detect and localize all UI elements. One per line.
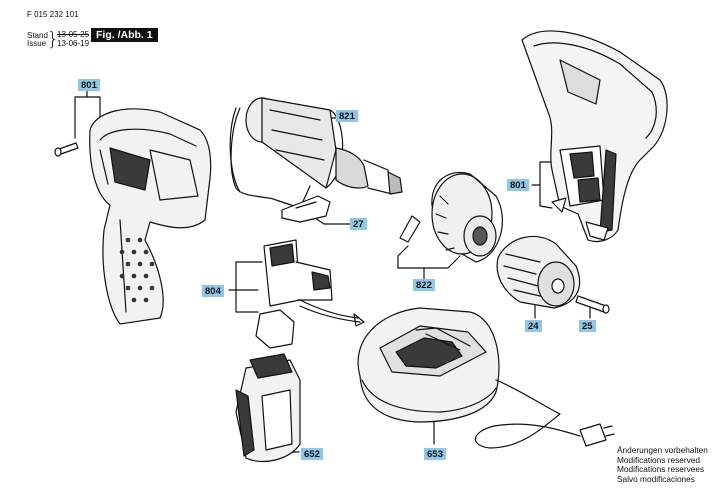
callout-821: 821 [336,110,358,122]
callout-804: 804 [202,285,224,297]
motor-assembly [229,97,403,209]
brace-icon: } [47,28,60,50]
screw-25 [575,295,610,314]
stand-label: Stand [27,31,48,40]
callout-822: 822 [413,279,435,291]
old-date: 13-05-25 [57,30,90,39]
issue-label: Issue [27,39,47,48]
note-es: Salvo modificaciones [617,473,695,484]
bracket-27 [281,195,331,223]
new-date: 13-06-19 [57,39,90,48]
note-de: Änderungen vorbehalten [617,445,708,455]
callout-27: 27 [350,218,367,230]
note-fr: Modifications reservees [617,464,705,475]
battery-652 [235,353,301,463]
part-number: F 015 232 101 [27,10,79,19]
housing-shell-right [521,30,668,243]
charger-653 [357,307,615,449]
callout-801-left: 801 [78,79,100,91]
modification-notes: Änderungen vorbehalten Modifications res… [617,445,708,484]
note-en: Modifications reserved [617,454,701,465]
callout-652: 652 [301,448,323,460]
screw-left [54,142,79,157]
callout-653: 653 [424,448,446,460]
gearbox-822 [399,172,503,263]
callout-25: 25 [579,320,596,332]
callout-801-right: 801 [507,179,529,191]
housing-shell-left [89,108,212,325]
callout-24: 24 [525,320,542,332]
chuck-24 [496,235,581,309]
switch-assembly [255,239,365,349]
figure-label: Fig. /Abb. 1 [91,28,158,42]
